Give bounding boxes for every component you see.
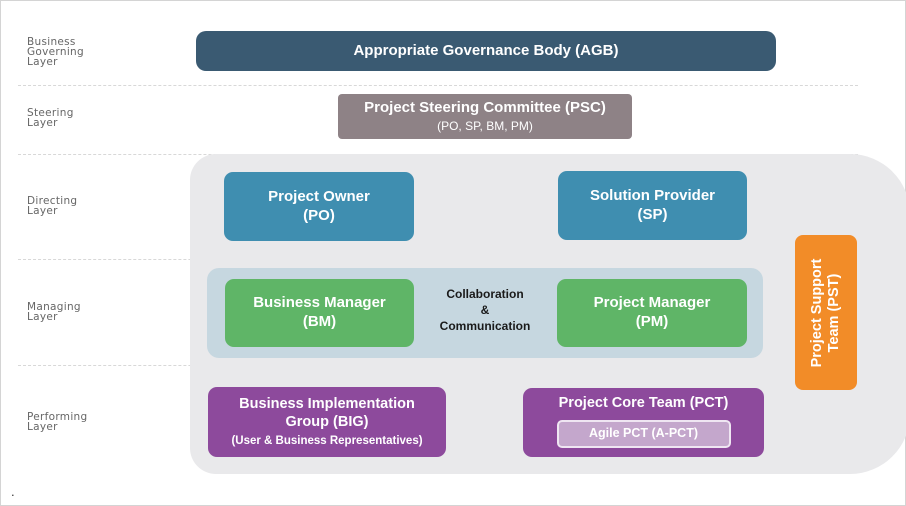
pct-title: Project Core Team (PCT)	[558, 395, 729, 411]
psc-box: Project Steering Committee (PSC) (PO, SP…	[338, 94, 632, 139]
pm-abbr: (PM)	[635, 313, 669, 330]
big-name-line1: Business Implementation	[239, 396, 415, 413]
business-implementation-group-box: Business Implementation Group (BIG) (Use…	[208, 387, 446, 457]
pst-label: Project Support Team (PST)	[809, 258, 842, 367]
divider-governing-steering	[18, 85, 858, 86]
po-name: Project Owner	[268, 187, 370, 205]
big-representatives: (User & Business Representatives)	[231, 434, 423, 447]
agile-pct-label: Agile PCT (A-PCT)	[588, 426, 699, 441]
layer-label-steering: Steering Layer	[27, 107, 74, 129]
business-manager-box: Business Manager (BM)	[225, 279, 414, 347]
agb-title: Appropriate Governance Body (AGB)	[353, 41, 619, 59]
layer-label-business-governing: Business Governing Layer	[27, 36, 84, 68]
sp-name: Solution Provider	[589, 186, 715, 204]
project-core-team-box: Project Core Team (PCT) Agile PCT (A-PCT…	[523, 388, 764, 457]
project-owner-box: Project Owner (PO)	[224, 172, 414, 241]
footnote-dot: .	[11, 484, 15, 499]
agb-box: Appropriate Governance Body (AGB)	[196, 31, 776, 71]
sp-abbr: (SP)	[637, 205, 668, 223]
psc-title: Project Steering Committee (PSC)	[364, 98, 606, 116]
layer-label-directing: Directing Layer	[27, 195, 78, 217]
bm-abbr: (BM)	[302, 313, 337, 330]
agile-pct-box: Agile PCT (A-PCT)	[556, 420, 731, 449]
po-abbr: (PO)	[303, 206, 335, 224]
project-support-team-box: Project Support Team (PST)	[795, 235, 857, 390]
collaboration-communication-label: Collaboration & Communication	[439, 287, 531, 333]
pm-name: Project Manager	[593, 294, 711, 312]
layer-label-performing: Performing Layer	[27, 411, 88, 433]
big-name-line2: Group (BIG)	[285, 413, 369, 430]
solution-provider-box: Solution Provider (SP)	[558, 171, 747, 240]
psc-members: (PO, SP, BM, PM)	[437, 119, 533, 134]
bm-name: Business Manager	[253, 294, 386, 312]
project-manager-box: Project Manager (PM)	[557, 279, 747, 347]
layer-label-managing: Managing Layer	[27, 301, 81, 323]
